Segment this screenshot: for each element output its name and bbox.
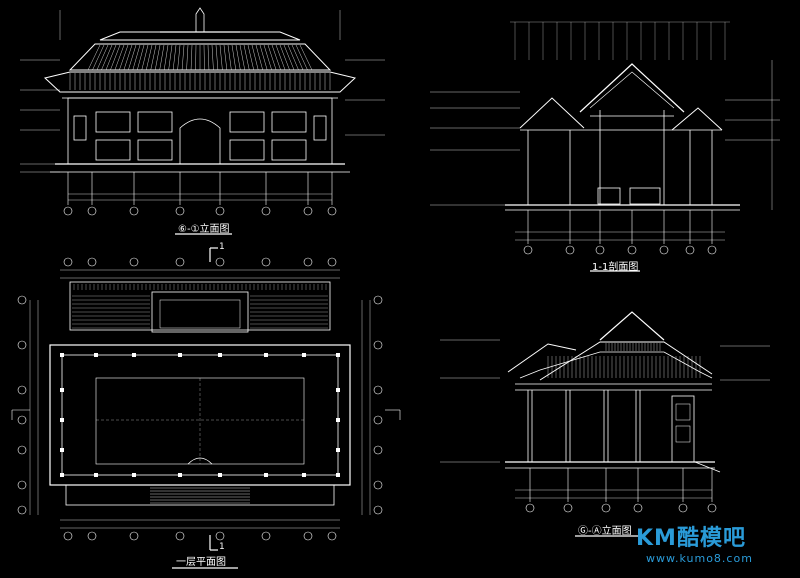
axis-marker: [327, 206, 337, 216]
column: [218, 473, 222, 477]
column: [336, 448, 340, 452]
floor-plan-drawing: [11, 247, 401, 551]
column: [60, 418, 64, 422]
column: [60, 353, 64, 357]
axis-marker: [373, 295, 383, 305]
axis-marker: [565, 245, 575, 255]
column: [132, 353, 136, 357]
column: [132, 473, 136, 477]
section-drawing: [430, 21, 780, 241]
floor-plan-title: 一层平面图: [176, 557, 226, 568]
column: [60, 448, 64, 452]
axis-marker: [17, 505, 27, 515]
axis-marker: [523, 245, 533, 255]
axis-marker: [373, 480, 383, 490]
axis-marker: [215, 531, 225, 541]
front-elevation-title: ⑥-①立面图: [178, 224, 230, 235]
axis-marker: [373, 445, 383, 455]
section-title: 1-1剖面图: [592, 262, 639, 273]
axis-marker: [327, 531, 337, 541]
axis-marker: [87, 257, 97, 267]
column: [302, 473, 306, 477]
axis-marker: [303, 257, 313, 267]
column: [336, 473, 340, 477]
column: [60, 473, 64, 477]
axis-marker: [87, 206, 97, 216]
axis-marker: [601, 503, 611, 513]
column: [302, 353, 306, 357]
watermark-url: www.kumo8.com: [646, 552, 753, 565]
axis-marker: [707, 503, 717, 513]
side-elevation-title: Ⓖ-Ⓐ立面图: [578, 526, 632, 537]
axis-marker: [63, 531, 73, 541]
axis-marker: [63, 257, 73, 267]
axis-marker: [175, 206, 185, 216]
column: [178, 353, 182, 357]
front-elevation-drawing: [20, 7, 385, 201]
axis-marker: [215, 257, 225, 267]
column: [264, 353, 268, 357]
axis-marker: [707, 245, 717, 255]
axis-marker: [525, 503, 535, 513]
axis-marker: [563, 503, 573, 513]
axis-marker: [327, 257, 337, 267]
axis-marker: [373, 505, 383, 515]
axis-marker: [129, 531, 139, 541]
axis-marker: [261, 531, 271, 541]
section-mark-top: 1: [219, 242, 225, 252]
axis-marker: [87, 531, 97, 541]
column: [178, 473, 182, 477]
axis-marker: [373, 415, 383, 425]
axis-marker: [17, 480, 27, 490]
axis-marker: [129, 257, 139, 267]
axis-marker: [17, 340, 27, 350]
column: [60, 388, 64, 392]
axis-marker: [261, 257, 271, 267]
axis-marker: [215, 206, 225, 216]
watermark: KM酷模吧 www.kumo8.com: [628, 520, 798, 572]
axis-marker: [373, 385, 383, 395]
axis-marker: [17, 415, 27, 425]
watermark-logo: KM酷模吧: [636, 526, 746, 551]
axis-marker: [175, 257, 185, 267]
axis-marker: [627, 245, 637, 255]
axis-marker: [17, 445, 27, 455]
column: [336, 418, 340, 422]
section-mark-bottom: 1: [219, 542, 225, 552]
axis-marker: [659, 245, 669, 255]
axis-marker: [595, 245, 605, 255]
column: [94, 353, 98, 357]
axis-marker: [129, 206, 139, 216]
axis-marker: [17, 295, 27, 305]
axis-marker: [303, 531, 313, 541]
axis-marker: [685, 245, 695, 255]
column: [264, 473, 268, 477]
axis-marker: [63, 206, 73, 216]
axis-marker: [17, 385, 27, 395]
side-elevation-drawing: [440, 311, 770, 499]
axis-marker: [175, 531, 185, 541]
column: [218, 353, 222, 357]
column: [94, 473, 98, 477]
column: [336, 353, 340, 357]
axis-marker: [633, 503, 643, 513]
axis-marker: [303, 206, 313, 216]
axis-marker: [678, 503, 688, 513]
column: [336, 388, 340, 392]
axis-marker: [373, 340, 383, 350]
axis-marker: [261, 206, 271, 216]
